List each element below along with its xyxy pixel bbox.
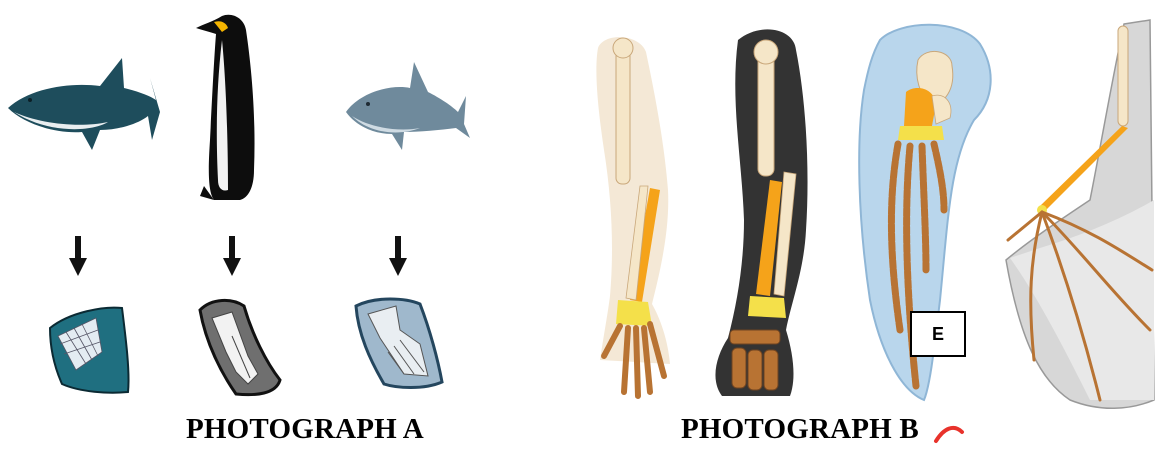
arrow-down-icon <box>223 236 241 276</box>
watermark-mark <box>936 428 962 441</box>
label-box-e: E <box>910 311 966 357</box>
penguin-flipper-skeleton <box>200 300 280 394</box>
bat-wing-illustration <box>1006 20 1154 408</box>
shark-illustration <box>8 58 160 150</box>
caption-photograph-b: PHOTOGRAPH B <box>681 413 919 446</box>
label-box-text: E <box>932 324 944 345</box>
shark-fin-skeleton <box>50 308 129 393</box>
penguin-illustration <box>196 15 255 200</box>
dog-foreleg-illustration <box>715 29 807 396</box>
dolphin-illustration <box>346 62 470 150</box>
caption-photograph-a: PHOTOGRAPH A <box>186 413 424 446</box>
dolphin-flipper-skeleton <box>356 299 442 388</box>
human-arm-illustration <box>596 37 670 396</box>
arrow-down-icon <box>389 236 407 276</box>
arrow-down-icon <box>69 236 87 276</box>
